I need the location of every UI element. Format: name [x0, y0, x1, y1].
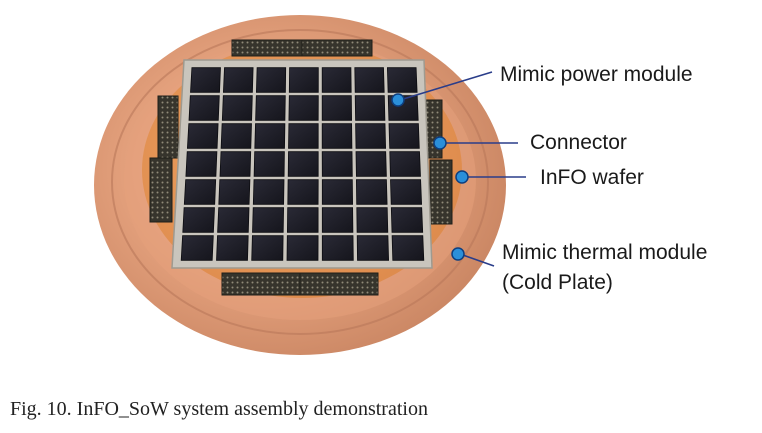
- power-module-tile: [188, 95, 220, 121]
- marker-power-module: [391, 93, 405, 107]
- power-module-tile: [321, 123, 353, 149]
- power-module-tile: [390, 179, 423, 205]
- power-module-tile: [190, 67, 221, 93]
- power-module-tile: [220, 123, 252, 149]
- power-module-tile: [287, 151, 319, 177]
- power-module-tile: [253, 151, 285, 177]
- power-module-tile: [386, 67, 418, 93]
- power-module-tile: [222, 67, 254, 93]
- label-thermal-module: Mimic thermal module: [502, 241, 708, 264]
- power-module-tile: [321, 67, 352, 93]
- power-module-tile: [217, 207, 250, 233]
- power-module-tile: [321, 151, 353, 177]
- power-module-tile: [255, 95, 286, 121]
- connector-left: [149, 95, 179, 223]
- power-module-tile: [390, 207, 424, 233]
- power-module-tile: [254, 123, 286, 149]
- label-info-wafer: InFO wafer: [540, 166, 644, 189]
- marker-connector: [433, 136, 447, 150]
- power-module-tile: [356, 207, 389, 233]
- power-module-tile: [388, 123, 420, 149]
- cold-plate-rim: [111, 29, 489, 335]
- power-module-tile: [180, 235, 214, 261]
- power-module-tile: [354, 95, 386, 121]
- power-module-tile: [286, 235, 319, 261]
- power-module-tile: [221, 95, 253, 121]
- power-module-tile: [255, 67, 287, 93]
- power-module-tile: [216, 235, 249, 261]
- label-power-module: Mimic power module: [500, 63, 693, 86]
- power-module-tile: [186, 123, 219, 149]
- connector-bottom: [221, 272, 379, 296]
- power-module-tile: [391, 235, 425, 261]
- power-module-tile: [288, 95, 319, 121]
- power-module-tile: [182, 207, 215, 233]
- power-module-tile: [355, 151, 387, 177]
- power-module-tile: [252, 179, 285, 205]
- power-module-tile: [355, 123, 387, 149]
- power-module-tile: [321, 179, 354, 205]
- power-module-tile: [252, 207, 285, 233]
- connector-top: [231, 39, 373, 57]
- power-module-tile: [219, 151, 252, 177]
- leader-line-power: [399, 71, 493, 101]
- power-module-tile: [251, 235, 284, 261]
- connector-right: [425, 99, 453, 225]
- power-module-tile: [287, 179, 319, 205]
- figure-caption: Fig. 10. InFO_SoW system assembly demons…: [10, 398, 428, 420]
- power-module-tile: [288, 67, 319, 93]
- label-connector: Connector: [530, 131, 627, 154]
- power-module-tile: [389, 151, 421, 177]
- power-module-tile: [355, 179, 388, 205]
- power-module-tile: [321, 235, 354, 261]
- marker-info-wafer: [455, 170, 469, 184]
- power-module-tile: [185, 151, 218, 177]
- power-module-tile: [288, 123, 319, 149]
- marker-thermal-module: [451, 247, 465, 261]
- power-module-tile: [354, 67, 385, 93]
- power-module-tile: [356, 235, 390, 261]
- power-module-tile: [286, 207, 319, 233]
- power-module-tile: [321, 95, 353, 121]
- power-module-tile: [218, 179, 251, 205]
- power-module-tile: [183, 179, 217, 205]
- label-cold-plate: (Cold Plate): [502, 271, 613, 294]
- power-module-tiles: [180, 67, 425, 261]
- leader-line-thermal: [459, 253, 495, 267]
- power-module-tile: [321, 207, 354, 233]
